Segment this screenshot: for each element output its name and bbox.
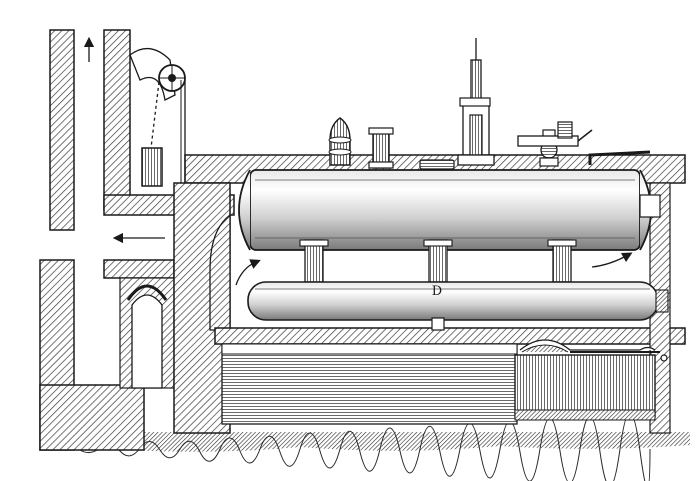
furnace-setting — [173, 182, 686, 434]
risers — [299, 239, 577, 283]
gas-flow-arrows — [235, 252, 633, 286]
firebox — [514, 339, 668, 421]
steam-pipe — [588, 150, 651, 165]
heater-tube — [247, 281, 669, 331]
ash-pit — [221, 343, 518, 425]
counterweight — [141, 147, 163, 187]
valve-cylinder — [368, 127, 394, 169]
safety-valve-column — [457, 38, 495, 166]
brick-arch — [119, 277, 175, 389]
damper-pulley — [129, 48, 186, 262]
chimney — [39, 29, 145, 451]
lever-valve — [517, 121, 593, 147]
boiler-drum — [238, 169, 661, 251]
dome-fitting — [328, 117, 352, 166]
ground — [39, 412, 690, 481]
manhole-cover — [419, 159, 455, 170]
heater-tube-label: D — [432, 284, 442, 299]
